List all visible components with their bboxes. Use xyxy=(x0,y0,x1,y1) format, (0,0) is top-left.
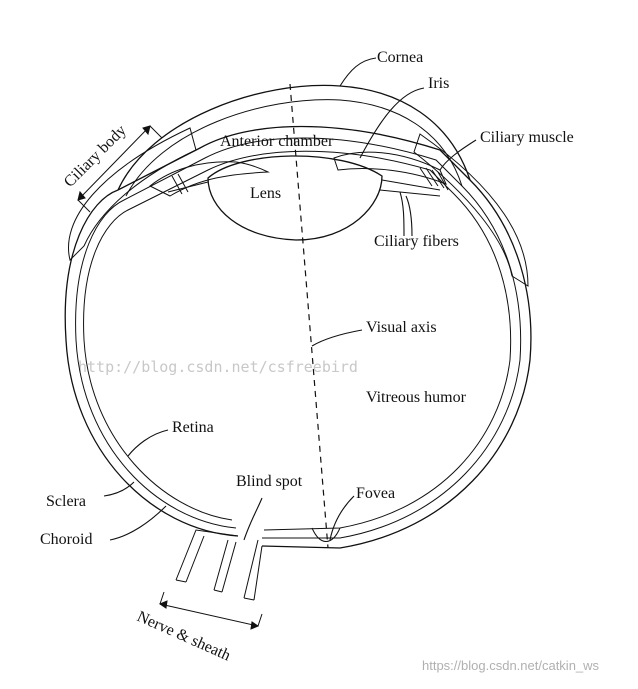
label-anterior-chamber: Anterior chamber xyxy=(220,133,334,150)
label-sclera: Sclera xyxy=(46,493,86,510)
nerve-sheath-dimension xyxy=(158,591,263,630)
label-iris: Iris xyxy=(428,75,449,92)
label-vitreous-humor: Vitreous humor xyxy=(366,389,467,406)
label-visual-axis: Visual axis xyxy=(366,319,437,336)
choroid-line xyxy=(75,137,522,539)
fovea-dip xyxy=(311,527,341,542)
label-blind-spot: Blind spot xyxy=(236,473,303,490)
leader-lines xyxy=(103,57,477,541)
watermark-bottom-right: https://blog.csdn.net/catkin_ws xyxy=(422,658,600,673)
ciliary-muscle-hatching xyxy=(171,167,449,195)
label-cornea: Cornea xyxy=(377,49,423,66)
ciliary-body-dimension xyxy=(77,125,163,213)
label-choroid: Choroid xyxy=(40,531,92,548)
label-retina: Retina xyxy=(172,419,214,436)
lens-outline xyxy=(207,155,383,241)
label-ciliary-fibers: Ciliary fibers xyxy=(374,233,459,250)
label-ciliary-muscle: Ciliary muscle xyxy=(480,129,574,146)
retina-line xyxy=(83,150,512,531)
label-fovea: Fovea xyxy=(356,485,395,502)
watermark-center: http://blog.csdn.net/csfreebird xyxy=(78,358,358,376)
ciliary-fibers xyxy=(167,179,441,197)
visual-axis-line xyxy=(289,83,329,549)
ciliary-body-left xyxy=(68,127,197,261)
iris-right xyxy=(333,151,447,185)
label-lens: Lens xyxy=(250,185,281,202)
sclera-outer-outline xyxy=(64,125,532,549)
ciliary-body-right xyxy=(413,133,529,287)
optic-nerve-sheath xyxy=(175,529,263,601)
label-ciliary-body: Ciliary body xyxy=(61,122,130,191)
iris-left xyxy=(149,161,270,197)
cornea-inner-outline xyxy=(125,99,463,197)
